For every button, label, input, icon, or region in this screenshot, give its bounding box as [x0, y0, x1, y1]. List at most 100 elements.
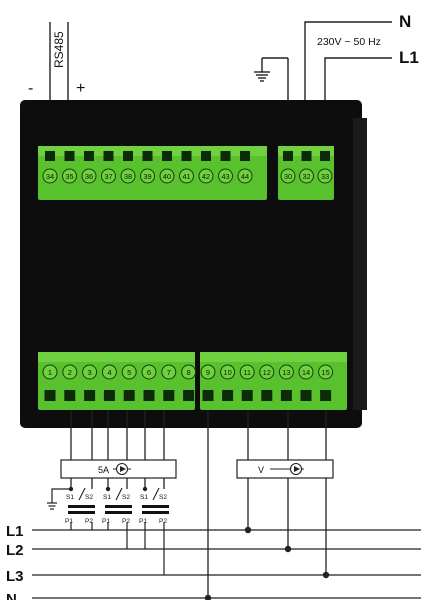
terminal-number: 41 — [182, 172, 190, 181]
terminal-number-badge — [299, 168, 314, 184]
terminal-screw — [220, 151, 231, 161]
terminal-number: 43 — [221, 172, 229, 181]
current-input-label: 5A — [98, 465, 109, 475]
terminal: 7 — [161, 364, 177, 401]
terminal-screw — [222, 390, 234, 401]
terminal-screw — [320, 151, 330, 161]
terminal-number-badge — [82, 364, 98, 380]
terminal-number-badge — [140, 168, 155, 184]
rs485-minus-label: - — [28, 80, 33, 97]
terminal-number: 3 — [88, 368, 92, 377]
terminal-screw — [201, 151, 211, 161]
terminal: 12 — [259, 364, 275, 401]
terminal-number: 40 — [163, 172, 171, 181]
terminal-screw — [320, 390, 332, 401]
terminal: 6 — [141, 364, 157, 401]
ct-p2-label: P2 — [85, 518, 93, 525]
terminal-number-badge — [159, 168, 175, 184]
terminal-number: 10 — [223, 368, 231, 377]
line-label-l3: L3 — [6, 568, 24, 585]
ct-s1-label: S1 — [140, 494, 148, 501]
terminal-number-badge — [101, 364, 117, 380]
ct-s2-label: S2 — [85, 494, 93, 501]
ct-coil — [68, 505, 95, 508]
terminal-number-badge — [42, 168, 58, 184]
terminal-screw — [45, 151, 55, 161]
terminal-screw — [240, 151, 250, 161]
terminal-number: 1 — [48, 368, 52, 377]
terminal-screw — [103, 151, 114, 161]
ct-core — [142, 511, 169, 514]
terminal-screw — [283, 151, 293, 161]
ct-s2-label: S2 — [122, 494, 130, 501]
terminal-number-badge — [101, 168, 116, 184]
line-label-l1: L1 — [6, 523, 24, 540]
terminal-number-badge — [198, 168, 214, 184]
ct-p1-label: P1 — [139, 518, 147, 525]
terminal: 11 — [239, 364, 255, 401]
terminal: 3 — [82, 364, 98, 401]
terminal: 37 — [101, 151, 116, 184]
ct-primary-connections — [70, 522, 165, 575]
ct-core — [105, 511, 132, 514]
terminal-number-badge — [218, 168, 233, 184]
ct-shorting-switch — [78, 487, 86, 501]
ct-s1-label: S1 — [103, 494, 111, 501]
terminal: 15 — [318, 364, 334, 401]
terminal-number: 8 — [187, 368, 191, 377]
terminal: 1 — [42, 364, 58, 401]
supply-voltage-label: 230V ~ 50 Hz — [317, 36, 381, 48]
terminal-number-badge — [298, 364, 314, 380]
terminal-number-badge — [278, 364, 294, 380]
ct-p1-label: P1 — [65, 518, 73, 525]
terminal-number-badge — [239, 364, 255, 380]
rs485-label: RS485 — [52, 31, 66, 68]
line-label-n: N — [6, 591, 17, 600]
terminal: 44 — [237, 151, 253, 184]
ammeter-icon — [115, 462, 129, 476]
terminal-number-badge — [120, 168, 136, 184]
phase-lines — [32, 529, 421, 599]
supply-n-label: N — [399, 12, 411, 31]
terminal: 10 — [220, 364, 236, 401]
terminal: 13 — [278, 364, 294, 401]
terminal: 2 — [62, 364, 78, 401]
terminal-screw — [123, 151, 133, 161]
terminal-screw — [103, 390, 115, 401]
ct-shorting-switch — [152, 487, 160, 501]
voltmeter-icon — [289, 462, 303, 476]
terminal-screw — [64, 390, 76, 401]
terminal-number-badge — [317, 168, 333, 184]
terminal-screw — [280, 390, 292, 401]
terminal-number: 37 — [104, 172, 112, 181]
terminal-screw — [162, 151, 172, 161]
terminal-number: 5 — [127, 368, 131, 377]
ct-shorting-switch — [115, 487, 123, 501]
terminal-number: 2 — [68, 368, 72, 377]
terminal-number-badge — [62, 364, 78, 380]
terminal: 41 — [179, 151, 194, 184]
terminal-screw — [84, 151, 94, 161]
junction-dots — [204, 526, 330, 600]
terminal-number-badge — [220, 364, 236, 380]
terminal-screw — [64, 151, 75, 161]
terminal: 4 — [101, 364, 117, 401]
terminal-number: 36 — [85, 172, 93, 181]
terminal-number: 7 — [167, 368, 171, 377]
terminal: 43 — [218, 151, 233, 184]
terminal: 35 — [62, 151, 77, 184]
terminal-screw — [84, 390, 96, 401]
terminal-number-badge — [318, 364, 334, 380]
ct-ground — [47, 486, 148, 510]
ground-icon — [254, 71, 270, 82]
terminal: 5 — [121, 364, 137, 401]
current-wires — [70, 410, 165, 460]
terminal-screw — [261, 390, 273, 401]
terminal: 40 — [159, 151, 175, 184]
ct-coil — [105, 505, 132, 508]
